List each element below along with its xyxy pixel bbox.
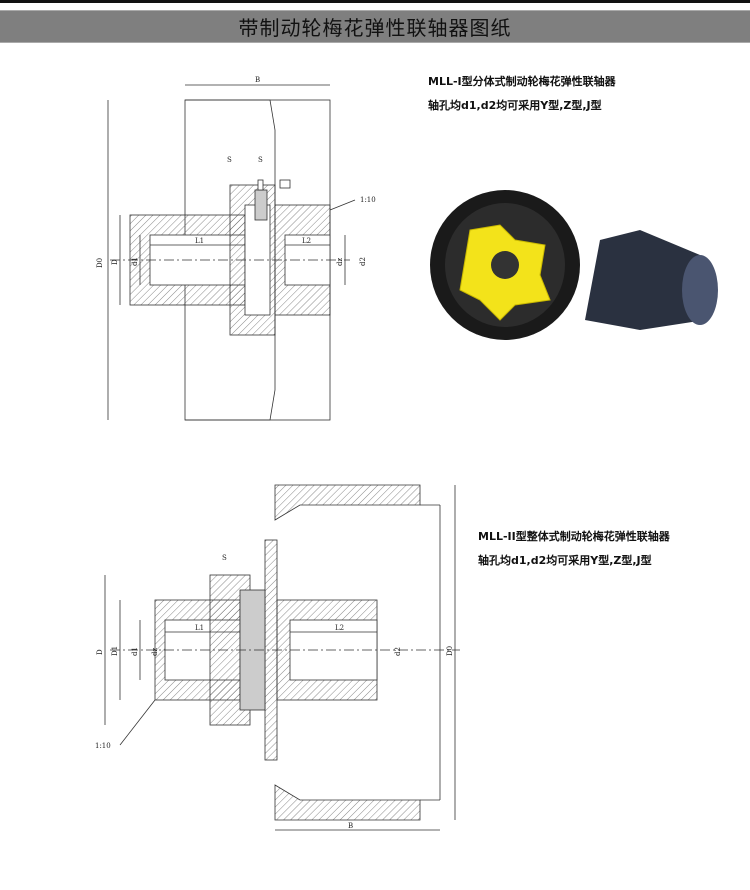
dim-D1: D1: [111, 646, 119, 656]
dim-D0: D0: [446, 646, 454, 656]
dim-S: S: [227, 156, 232, 164]
dim-B: B: [255, 76, 260, 84]
dim-d2: d2: [394, 647, 402, 656]
section1-model: MLL-I型分体式制动轮梅花弹性联轴器: [428, 75, 616, 88]
dim-d1: d1: [131, 257, 139, 266]
taper-label: 1:10: [95, 742, 111, 750]
drawing-mll-i: [107, 84, 356, 421]
dim-L2: L2: [335, 624, 344, 632]
dim-D: D: [111, 259, 119, 265]
dim-L1: L1: [195, 624, 204, 632]
section2-bore-note: 轴孔均d1,d2均可采用Y型,Z型,J型: [478, 554, 652, 567]
taper-label: 1:10: [360, 196, 376, 204]
dim-d1: d1: [131, 647, 139, 656]
dim-S: S: [258, 156, 263, 164]
section2-description: MLL-II型整体式制动轮梅花弹性联轴器 轴孔均d1,d2均可采用Y型,Z型,J…: [478, 525, 670, 573]
drawing2-labels: S D D1 d1 dz L1 L2 d2 D0 1:10 B: [95, 554, 454, 830]
section2-model: MLL-II型整体式制动轮梅花弹性联轴器: [478, 530, 670, 543]
dim-D0: D0: [96, 258, 104, 268]
coupling-photo: [430, 190, 718, 340]
dim-dz: dz: [151, 648, 159, 656]
dim-d2: d2: [359, 257, 367, 266]
dim-B: B: [348, 822, 353, 830]
page-title: 带制动轮梅花弹性联轴器图纸: [0, 10, 750, 43]
dim-D: D: [96, 649, 104, 655]
section1-description: MLL-I型分体式制动轮梅花弹性联轴器 轴孔均d1,d2均可采用Y型,Z型,J型: [428, 70, 616, 118]
dim-dz: dz: [336, 258, 344, 266]
top-border: [0, 0, 750, 3]
dim-L1: L1: [195, 237, 204, 245]
drawing1-labels: B S S 1:10 D0 D d1 L1 L2 dz d2: [96, 76, 376, 268]
dim-S: S: [222, 554, 227, 562]
dim-L2: L2: [302, 237, 311, 245]
drawing-mll-ii: [104, 484, 460, 831]
section1-bore-note: 轴孔均d1,d2均可采用Y型,Z型,J型: [428, 99, 602, 112]
